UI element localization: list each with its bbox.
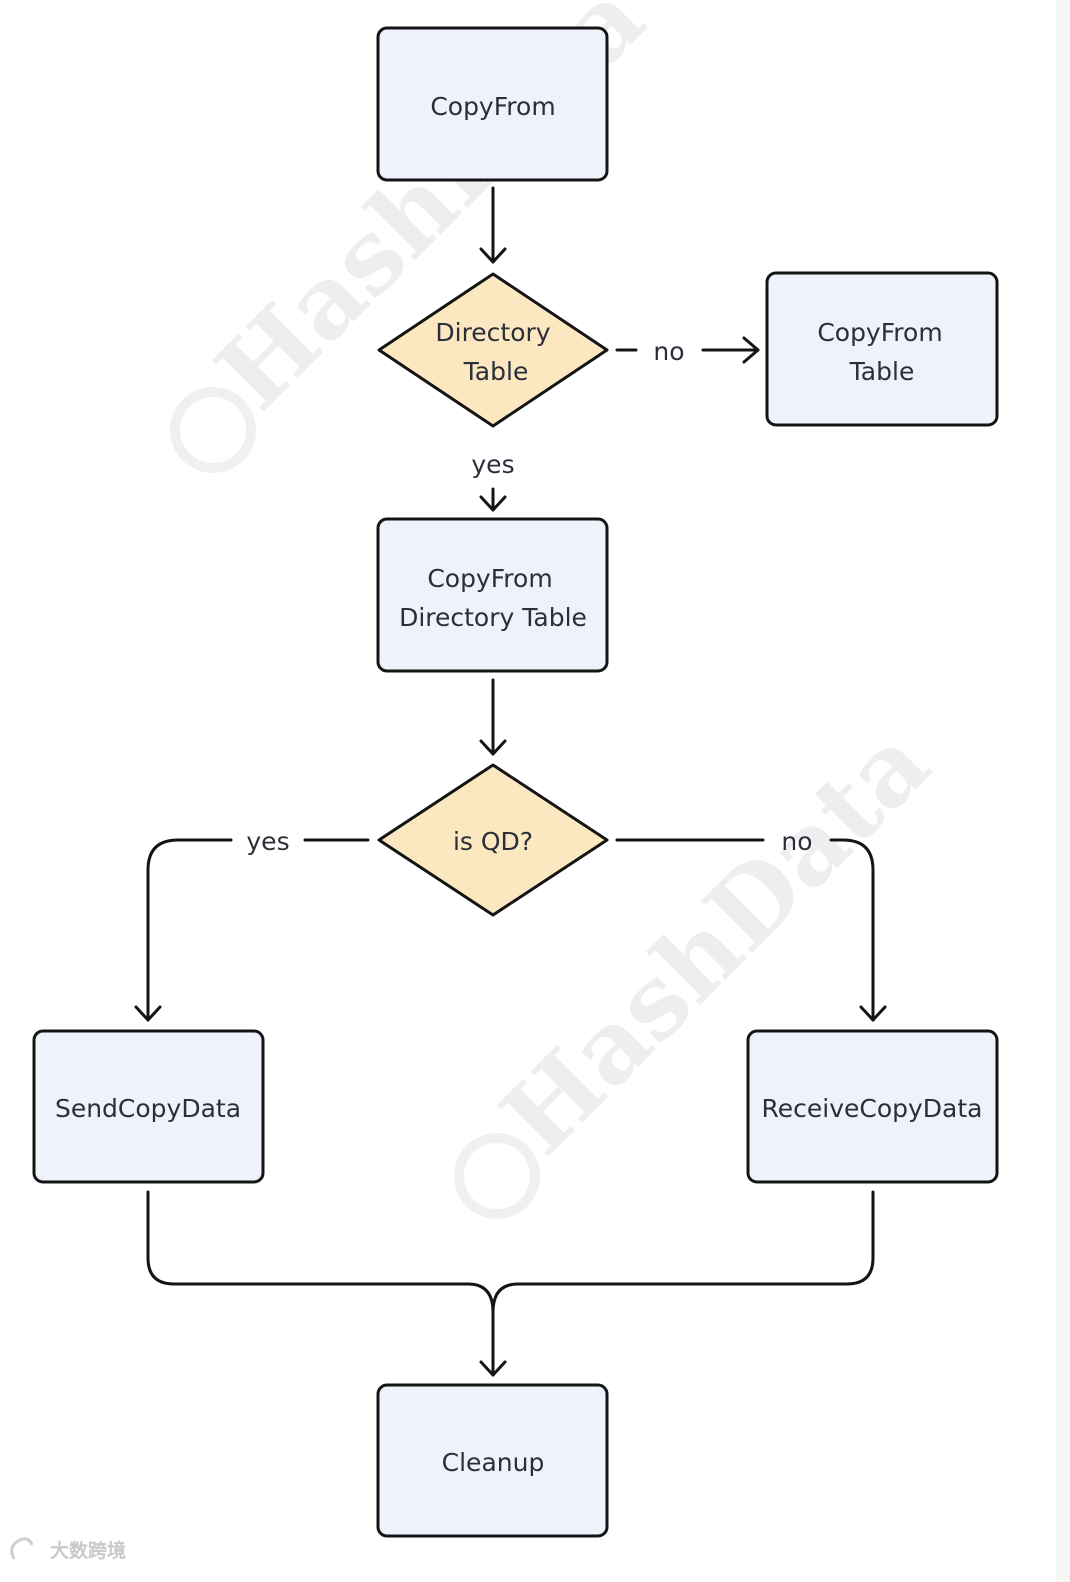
corner-logo-icon	[10, 1537, 34, 1560]
node-send-copy-data: SendCopyData	[32, 1029, 265, 1184]
arrow-head-icon	[742, 336, 760, 364]
node-label: Cleanup	[442, 1448, 545, 1477]
node-copyfrom: CopyFrom	[376, 26, 609, 182]
corner-watermark: 大数跨境	[10, 1537, 126, 1562]
node-label-line-1: CopyFrom	[427, 564, 552, 593]
node-receive-copy-data: ReceiveCopyData	[746, 1029, 999, 1184]
corner-watermark-text: 大数跨境	[50, 1539, 126, 1562]
node-label-line-2: Table	[849, 357, 915, 386]
node-cleanup: Cleanup	[376, 1383, 609, 1538]
node-directory-table-decision: Directory Table	[377, 272, 609, 428]
arrow-head-icon	[479, 1360, 507, 1377]
right-edge-strip	[1056, 0, 1070, 1582]
decision-diamond	[377, 763, 609, 917]
edge-qd-no	[829, 838, 875, 1022]
process-box	[376, 1383, 609, 1538]
node-label: is QD?	[453, 827, 533, 856]
process-box	[376, 26, 609, 182]
edge-label-yes: yes	[246, 827, 289, 856]
node-label: SendCopyData	[55, 1094, 241, 1123]
edge-label-no: no	[781, 827, 812, 856]
arrow-head-icon	[479, 739, 507, 756]
process-box	[746, 1029, 999, 1184]
node-label: CopyFrom	[430, 92, 555, 121]
edge-receive-to-cleanup	[491, 1190, 875, 1314]
node-copyfrom-table: CopyFrom Table	[765, 271, 999, 427]
edge-send-to-cleanup	[146, 1190, 495, 1377]
edge-label-yes: yes	[471, 450, 514, 479]
decision-diamond	[377, 272, 609, 428]
node-is-qd-decision: is QD?	[377, 763, 609, 917]
process-box	[765, 271, 999, 427]
node-copyfrom-directory-table: CopyFrom Directory Table	[376, 517, 609, 673]
process-box	[376, 517, 609, 673]
arrow-head-icon	[479, 247, 507, 264]
arrow-head-icon	[134, 1005, 162, 1022]
watermark-logo-icon	[170, 387, 256, 473]
edge-label-no: no	[653, 337, 684, 366]
node-label-line-1: Directory	[435, 318, 550, 347]
arrow-head-icon	[479, 495, 507, 512]
edges	[134, 186, 887, 1377]
watermark-logo-icon	[454, 1133, 540, 1219]
arrow-head-icon	[859, 1005, 887, 1022]
node-label: ReceiveCopyData	[762, 1094, 983, 1123]
node-label-line-2: Directory Table	[399, 603, 587, 632]
process-box	[32, 1029, 265, 1184]
edge-qd-yes	[146, 838, 233, 1022]
node-label-line-2: Table	[463, 357, 529, 386]
node-label-line-1: CopyFrom	[817, 318, 942, 347]
